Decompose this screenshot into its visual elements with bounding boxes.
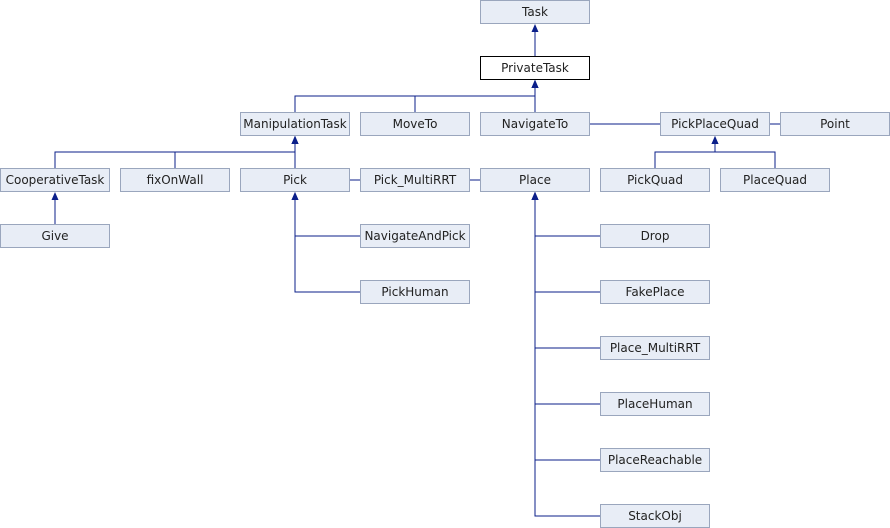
edge-point-to-private-task-arrowhead [531, 80, 539, 88]
edge-place-quad-to-pick-place-quad-arrowhead [711, 136, 719, 144]
node-pick-multi-rrt[interactable]: Pick_MultiRRT [360, 168, 470, 192]
node-place-quad[interactable]: PlaceQuad [720, 168, 830, 192]
edge-stack-obj-to-place-arrowhead [531, 192, 539, 200]
edge-move-to-to-private-task [414, 88, 536, 112]
edge-pick-quad-to-pick-place-quad [654, 144, 716, 168]
node-pick-human[interactable]: PickHuman [360, 280, 470, 304]
node-drop[interactable]: Drop [600, 224, 710, 248]
edge-pick-human-to-pick [294, 200, 360, 293]
node-point[interactable]: Point [780, 112, 890, 136]
node-place-human[interactable]: PlaceHuman [600, 392, 710, 416]
edge-give-to-cooperative-task-arrowhead [51, 192, 59, 200]
edge-private-task-to-task-arrowhead [531, 24, 539, 32]
node-move-to[interactable]: MoveTo [360, 112, 470, 136]
node-give[interactable]: Give [0, 224, 110, 248]
edge-fix-on-wall-to-manipulation-task [174, 144, 296, 168]
node-fix-on-wall[interactable]: fixOnWall [120, 168, 230, 192]
node-private-task: PrivateTask [480, 56, 590, 80]
node-pick-place-quad[interactable]: PickPlaceQuad [660, 112, 770, 136]
edge-place-quad-to-pick-place-quad [714, 144, 776, 168]
node-navigate-to[interactable]: NavigateTo [480, 112, 590, 136]
node-manipulation-task[interactable]: ManipulationTask [240, 112, 350, 136]
node-stack-obj[interactable]: StackObj [600, 504, 710, 528]
node-task[interactable]: Task [480, 0, 590, 24]
edge-navigate-and-pick-to-pick [294, 200, 360, 237]
node-fake-place[interactable]: FakePlace [600, 280, 710, 304]
node-navigate-and-pick[interactable]: NavigateAndPick [360, 224, 470, 248]
node-pick-quad[interactable]: PickQuad [600, 168, 710, 192]
edge-place-multi-rrt-to-place [534, 200, 600, 349]
edge-stack-obj-to-place [534, 200, 600, 517]
edge-drop-to-place [534, 200, 600, 237]
edge-pick-human-to-pick-arrowhead [291, 192, 299, 200]
edge-place-reachable-to-place [534, 200, 600, 461]
edge-fake-place-to-place [534, 200, 600, 293]
node-cooperative-task[interactable]: CooperativeTask [0, 168, 110, 192]
node-place-reachable[interactable]: PlaceReachable [600, 448, 710, 472]
node-place-multi-rrt[interactable]: Place_MultiRRT [600, 336, 710, 360]
node-pick[interactable]: Pick [240, 168, 350, 192]
node-place[interactable]: Place [480, 168, 590, 192]
edge-place-to-manipulation-task-arrowhead [291, 136, 299, 144]
edge-place-human-to-place [534, 200, 600, 405]
